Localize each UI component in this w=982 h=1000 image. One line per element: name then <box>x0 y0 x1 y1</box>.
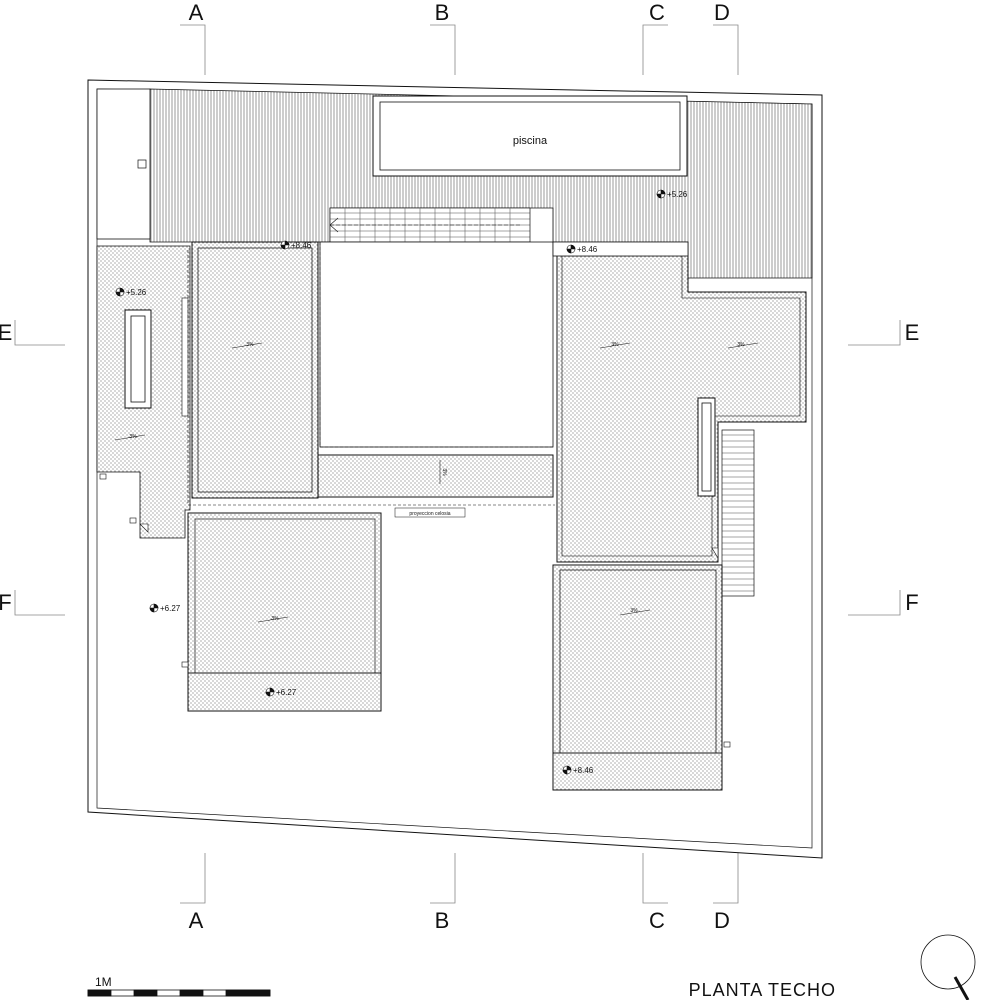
level-top-left-roof: +8.46 <box>291 241 312 250</box>
axis-label-bottom-d: D <box>714 908 730 933</box>
roof-lower-right-strip <box>552 752 723 791</box>
slope-arrows <box>114 342 759 623</box>
skylight-right <box>697 397 716 497</box>
north-arrow-icon <box>920 934 976 1000</box>
drain-marker <box>137 159 147 169</box>
level-pool-deck-left: +5.26 <box>126 288 147 297</box>
axis-label-top-a: A <box>189 0 204 25</box>
roof-lower-left <box>187 512 382 674</box>
axis-label-left-e: E <box>0 320 12 345</box>
level-pool-deck-right: +5.26 <box>667 190 688 199</box>
axis-lines <box>14 24 901 904</box>
level-left-lower-side: +6.27 <box>160 604 181 613</box>
axis-label-top-c: C <box>649 0 665 25</box>
roof-top-right-cap <box>552 241 689 257</box>
slope-label-f: 3% <box>630 608 638 614</box>
roof-edge-strip <box>181 297 189 417</box>
level-left-lower-strip: +6.27 <box>276 688 297 697</box>
scale-bar-label: 1M <box>95 975 112 989</box>
roof-top-left <box>191 241 319 499</box>
level-top-right-roof: +8.46 <box>577 245 598 254</box>
axis-label-right-e: E <box>905 320 920 345</box>
roof-middle-strip <box>317 454 554 498</box>
roof-lower-left-strip <box>187 672 382 712</box>
staircase-right <box>721 429 755 597</box>
axis-label-bottom-c: C <box>649 908 665 933</box>
slope-label-g: 3% <box>441 468 447 476</box>
lattice-projection-tag <box>394 507 466 518</box>
staircase-top <box>329 207 531 243</box>
axis-label-left-f: F <box>0 590 12 615</box>
slope-label-c: 3% <box>611 342 619 348</box>
level-right-lower-strip: +8.46 <box>573 766 594 775</box>
roof-top-right <box>556 249 807 563</box>
lattice-projection-label: proyeccion celosia <box>409 511 450 517</box>
scale-bar <box>87 989 271 997</box>
roof-lower-right <box>552 564 723 754</box>
central-patio <box>319 241 554 448</box>
skylight-left <box>124 309 152 409</box>
level-symbols <box>115 189 666 775</box>
sheet-title: PLANTA TECHO <box>689 980 836 1000</box>
axis-label-right-f: F <box>905 590 918 615</box>
axis-label-top-b: B <box>435 0 450 25</box>
slope-label-b: 3% <box>129 434 137 440</box>
slope-label-d: 3% <box>737 342 745 348</box>
pool-label: piscina <box>513 135 548 147</box>
axis-label-bottom-a: A <box>189 908 204 933</box>
detail-marks <box>99 473 731 748</box>
slope-label-e: 3% <box>271 616 279 622</box>
axis-label-top-d: D <box>714 0 730 25</box>
pool <box>372 95 688 177</box>
axis-label-bottom-b: B <box>435 908 450 933</box>
slope-label-a: 3% <box>246 342 254 348</box>
